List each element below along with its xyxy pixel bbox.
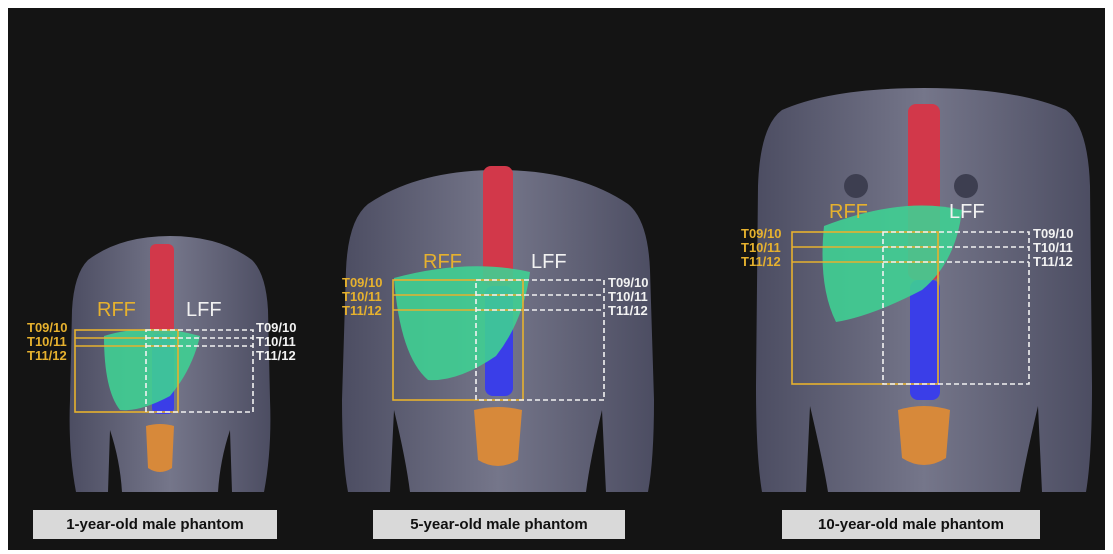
phantom-2-left-level-2: T10/11 (342, 290, 382, 303)
phantom-1-rff-box (75, 330, 178, 412)
phantom-2-rff-box (393, 280, 523, 400)
phantom-3-lff-box (883, 232, 1029, 384)
phantom-1-left-level-2: T10/11 (27, 335, 67, 348)
phantom-3-left-level-2: T10/11 (741, 241, 781, 254)
phantom-2-left-level-3: T11/12 (342, 304, 382, 317)
phantom-3-left-level-3: T11/12 (741, 255, 781, 268)
phantom-3-rff-box (792, 232, 938, 384)
phantom-1-lff-label: LFF (186, 300, 222, 320)
phantom-1-rff-label: RFF (97, 300, 136, 320)
phantom-2-caption: 5-year-old male phantom (373, 510, 625, 539)
phantom-3-right-level-3: T11/12 (1033, 255, 1073, 268)
phantom-3-right-level-1: T09/10 (1033, 227, 1073, 240)
phantom-2-right-level-3: T11/12 (608, 304, 648, 317)
phantom-2-left-level-1: T09/10 (342, 276, 382, 289)
phantom-1-right-level-1: T09/10 (256, 321, 296, 334)
phantom-2-rff-label: RFF (423, 252, 462, 272)
phantom-2-lff-box (476, 280, 604, 400)
phantom-1-right-level-3: T11/12 (256, 349, 296, 362)
phantom-3-rff-label: RFF (829, 202, 868, 222)
phantom-1-right-level-2: T10/11 (256, 335, 296, 348)
phantom-3-left-level-1: T09/10 (741, 227, 781, 240)
phantom-1-caption: 1-year-old male phantom (33, 510, 277, 539)
phantom-3-right-level-2: T10/11 (1033, 241, 1073, 254)
phantom-1-left-level-3: T11/12 (27, 349, 67, 362)
phantom-1-lff-box (146, 330, 253, 412)
phantom-2-right-level-1: T09/10 (608, 276, 648, 289)
phantom-2-right-level-2: T10/11 (608, 290, 648, 303)
phantom-3-caption: 10-year-old male phantom (782, 510, 1040, 539)
phantom-2-lff-label: LFF (531, 252, 567, 272)
phantom-3-lff-label: LFF (949, 202, 985, 222)
phantom-1-left-level-1: T09/10 (27, 321, 67, 334)
